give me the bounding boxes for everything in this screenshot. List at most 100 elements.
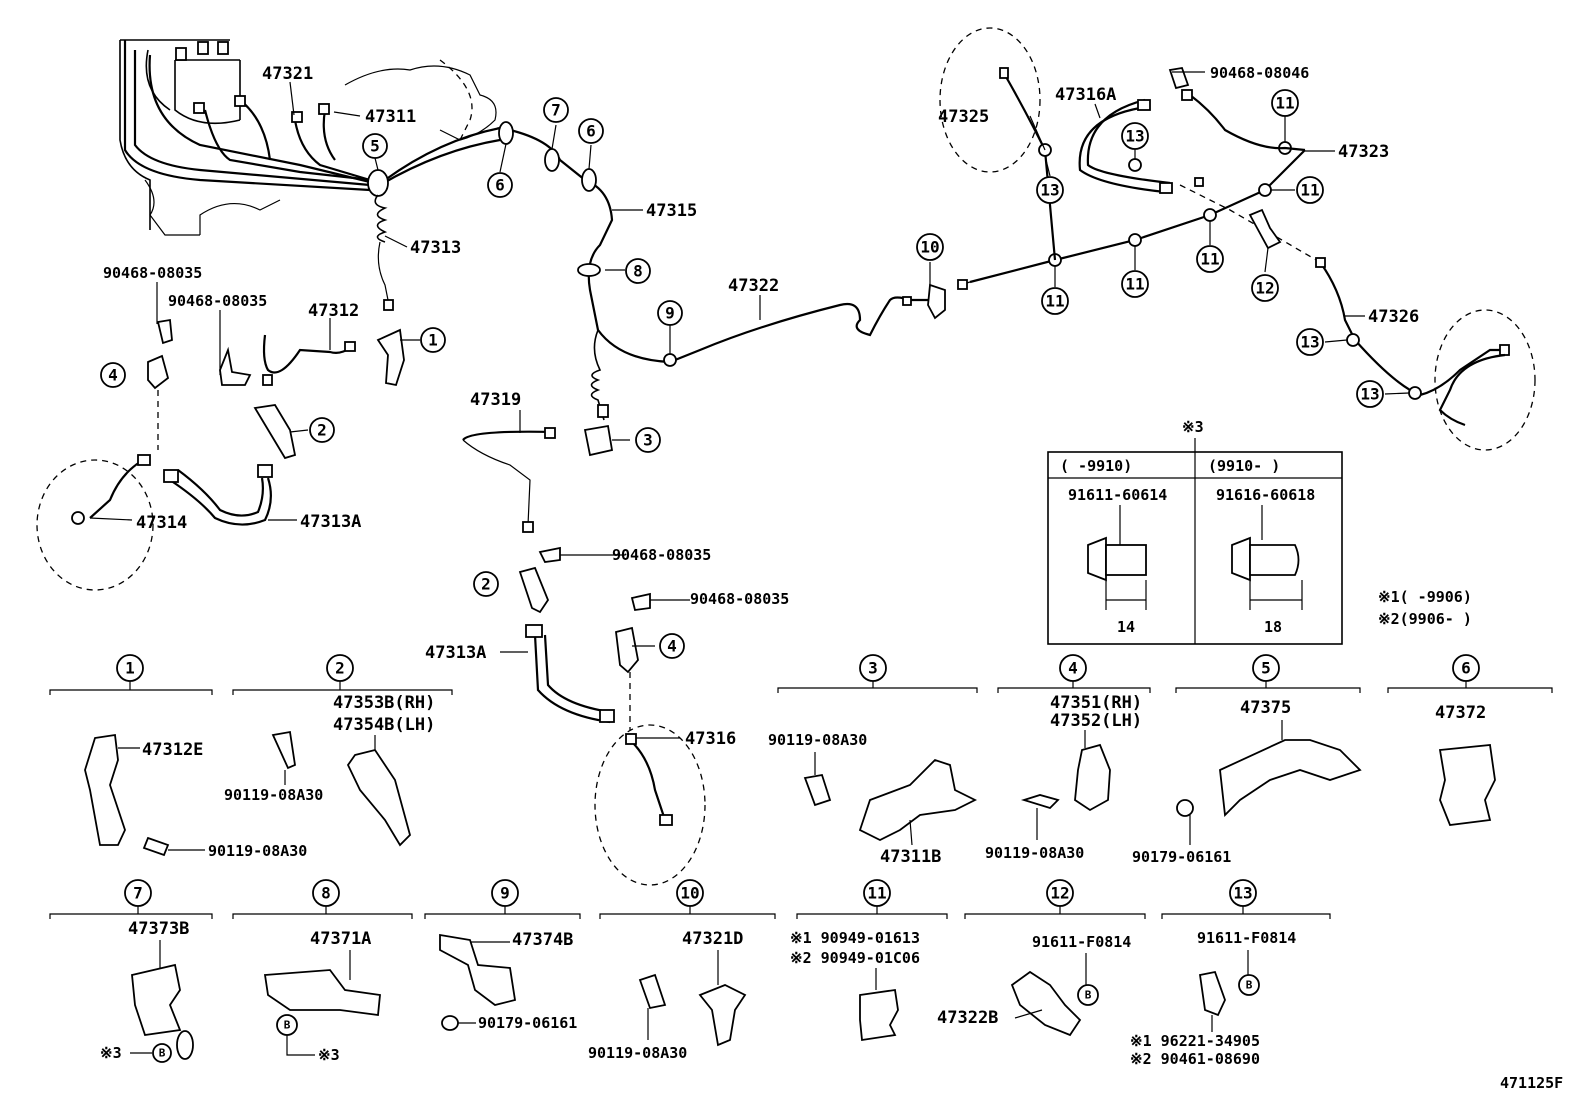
marker-13a: 13 bbox=[1121, 122, 1149, 150]
marker-13d: 13 bbox=[1356, 380, 1384, 408]
marker-5: 5 bbox=[362, 133, 388, 159]
clip-90468-c bbox=[538, 546, 561, 563]
d1-part-bolt: 90119-08A30 bbox=[208, 842, 307, 860]
svg-text:6: 6 bbox=[1461, 659, 1471, 678]
d4-part-bolt: 90119-08A30 bbox=[985, 844, 1084, 862]
svg-text:9: 9 bbox=[500, 884, 510, 903]
label-90468-b: 90468-08035 bbox=[168, 292, 267, 310]
label-47314: 47314 bbox=[136, 513, 187, 533]
d3-part-47311B: 47311B bbox=[880, 847, 941, 867]
svg-text:B: B bbox=[284, 1019, 291, 1032]
d9-part-nut: 90179-06161 bbox=[478, 1014, 577, 1032]
clip-90468-b bbox=[219, 346, 252, 386]
svg-text:13: 13 bbox=[1360, 385, 1379, 404]
diagram-code: 471125F bbox=[1500, 1074, 1563, 1092]
detail-7: 7 47373B ※3 B bbox=[49, 879, 213, 1063]
d13-part-1: ※1 96221-34905 bbox=[1130, 1032, 1260, 1050]
detail-1: 1 47312E 90119-08A30 bbox=[49, 654, 307, 860]
d12-part-47322B: 47322B bbox=[937, 1008, 998, 1028]
marker-6b: 6 bbox=[487, 172, 513, 198]
fitting-cluster bbox=[175, 41, 330, 123]
note-2: ※2(9906- ) bbox=[1378, 610, 1472, 628]
label-47319: 47319 bbox=[470, 390, 521, 410]
clamp-9 bbox=[663, 353, 677, 367]
label-47326: 47326 bbox=[1368, 307, 1419, 327]
bracket-10 bbox=[927, 283, 946, 320]
marker-6a: 6 bbox=[578, 118, 604, 144]
detail-8: 8 47371A B ※3 bbox=[232, 879, 413, 1064]
d1-part-47312E: 47312E bbox=[142, 740, 203, 760]
svg-text:12: 12 bbox=[1255, 279, 1274, 298]
rear-drum-right bbox=[1434, 309, 1536, 451]
marker-11d: 11 bbox=[1121, 270, 1149, 298]
label-90468-e: 90468-08046 bbox=[1210, 64, 1309, 82]
bracket-2-mid bbox=[518, 566, 550, 614]
label-47312: 47312 bbox=[308, 301, 359, 321]
detail-2: 2 47353B(RH) 47354B(LH) 90119-08A30 bbox=[224, 654, 453, 847]
bracket-12 bbox=[1248, 208, 1282, 250]
table-col2-range: (9910- ) bbox=[1208, 457, 1280, 475]
label-47325: 47325 bbox=[938, 107, 989, 127]
d6-part-47372: 47372 bbox=[1435, 703, 1486, 723]
marker-11b: 11 bbox=[1296, 176, 1324, 204]
detail-11: 11 ※1 90949-01613 ※2 90949-01C06 bbox=[790, 879, 948, 1042]
d13-part-bolt: 91611-F0814 bbox=[1197, 929, 1296, 947]
d7-part-47373B: 47373B bbox=[128, 919, 189, 939]
svg-text:13: 13 bbox=[1125, 127, 1144, 146]
svg-text:B: B bbox=[1085, 989, 1092, 1002]
d8-note: ※3 bbox=[318, 1046, 340, 1064]
svg-text:6: 6 bbox=[495, 176, 505, 195]
d2-part-lh: 47354B(LH) bbox=[333, 715, 435, 735]
clip-90468-d bbox=[630, 592, 651, 611]
marker-11a: 11 bbox=[1271, 89, 1299, 117]
table-col2-part: 91616-60618 bbox=[1216, 486, 1315, 504]
d10-part-47321D: 47321D bbox=[682, 929, 743, 949]
marker-11e: 11 bbox=[1041, 287, 1069, 315]
svg-text:2: 2 bbox=[317, 421, 327, 440]
clamp-6-upper bbox=[498, 121, 514, 145]
marker-1: 1 bbox=[420, 327, 446, 353]
svg-text:11: 11 bbox=[1200, 250, 1219, 269]
callout-labels: 47321 47311 47313 47315 47322 47312 4731… bbox=[103, 64, 1419, 749]
date-notes: ※1( -9906) ※2(9906- ) bbox=[1378, 588, 1472, 628]
rear-drum-left bbox=[939, 27, 1041, 173]
detail-13: 13 91611-F0814 B ※1 96221-34905 ※2 90461… bbox=[1130, 879, 1331, 1068]
svg-text:10: 10 bbox=[680, 884, 699, 903]
label-47316: 47316 bbox=[685, 729, 736, 749]
clamp-7 bbox=[544, 148, 560, 172]
svg-text:4: 4 bbox=[108, 366, 118, 385]
svg-text:3: 3 bbox=[643, 431, 653, 450]
d2-part-bolt: 90119-08A30 bbox=[224, 786, 323, 804]
label-47316A: 47316A bbox=[1055, 85, 1116, 105]
d13-part-2: ※2 90461-08690 bbox=[1130, 1050, 1260, 1068]
svg-text:7: 7 bbox=[133, 884, 143, 903]
label-90468-d: 90468-08035 bbox=[690, 590, 789, 608]
d4-part-rh: 47351(RH) bbox=[1050, 693, 1142, 713]
marker-10: 10 bbox=[916, 233, 944, 261]
marker-2a: 2 bbox=[309, 417, 335, 443]
label-47311: 47311 bbox=[365, 107, 416, 127]
svg-text:1: 1 bbox=[125, 659, 135, 678]
label-90468-a: 90468-08035 bbox=[103, 264, 202, 282]
svg-text:11: 11 bbox=[1275, 94, 1294, 113]
svg-text:3: 3 bbox=[868, 659, 878, 678]
svg-text:11: 11 bbox=[1300, 181, 1319, 200]
d11-part-2: ※2 90949-01C06 bbox=[790, 949, 920, 967]
marker-7: 7 bbox=[543, 97, 569, 123]
svg-text:6: 6 bbox=[586, 122, 596, 141]
bracket-2-top bbox=[253, 404, 297, 460]
d5-part-nut: 90179-06161 bbox=[1132, 848, 1231, 866]
detail-12: 12 91611-F0814 B 47322B bbox=[937, 879, 1146, 1037]
svg-text:11: 11 bbox=[1125, 275, 1144, 294]
svg-text:5: 5 bbox=[1261, 659, 1271, 678]
svg-text:B: B bbox=[159, 1047, 166, 1060]
label-47323: 47323 bbox=[1338, 142, 1389, 162]
front-drum-right bbox=[594, 724, 706, 886]
d11-part-1: ※1 90949-01613 bbox=[790, 929, 920, 947]
svg-text:8: 8 bbox=[633, 262, 643, 281]
master-cylinder-area bbox=[119, 39, 935, 364]
clip-90468-a bbox=[156, 318, 173, 345]
svg-text:4: 4 bbox=[1068, 659, 1078, 678]
